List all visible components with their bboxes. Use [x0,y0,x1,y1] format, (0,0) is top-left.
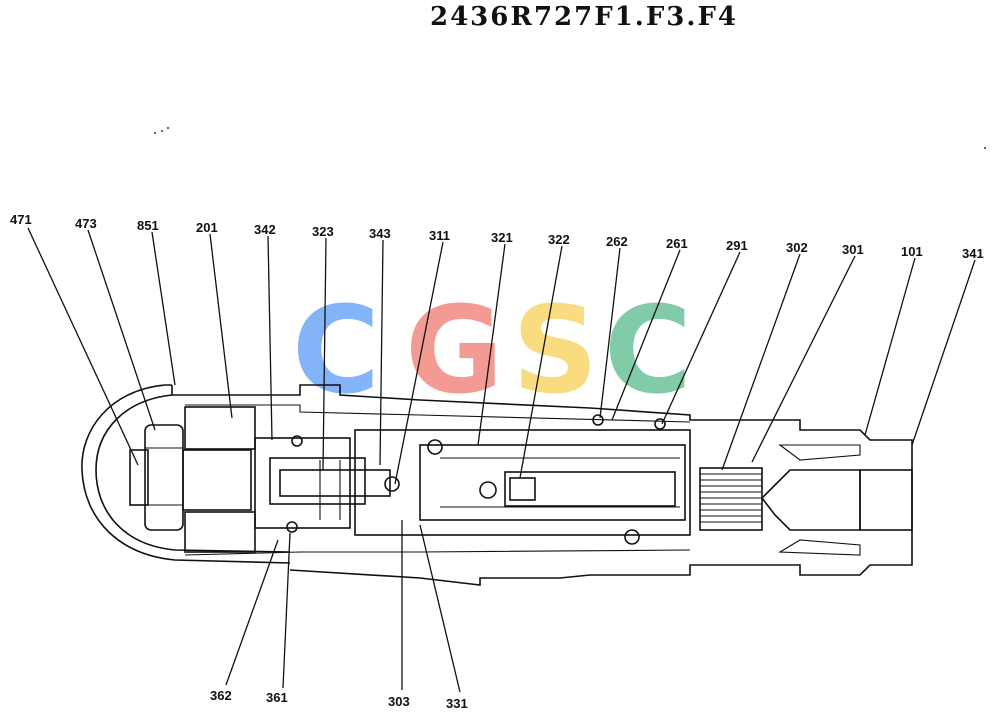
part-label-311: 311 [429,228,450,243]
part-label-101: 101 [901,244,923,259]
part-labels-top: 471 473 851 201 342 323 343 311 321 322 … [10,212,984,261]
part-label-291: 291 [726,238,748,253]
part-label-303: 303 [388,694,410,709]
leader-lines [27,227,976,693]
drawing-title: 2436R727F1.F3.F4 [430,2,738,32]
scan-specks [154,127,986,149]
part-labels-bottom: 362 361 303 331 [210,688,468,711]
part-label-341: 341 [962,246,984,261]
part-label-851: 851 [137,218,159,233]
part-label-471: 471 [10,212,32,227]
part-label-331: 331 [446,696,468,711]
valve-body [81,384,913,586]
watermark-letter-c2: C [604,282,692,421]
watermark: C G S C [292,282,692,421]
part-label-361: 361 [266,690,288,705]
part-label-201: 201 [196,220,218,235]
part-label-262: 262 [606,234,628,249]
part-label-362: 362 [210,688,232,703]
spring [699,467,763,531]
watermark-letter-s: S [512,282,598,421]
part-label-473: 473 [75,216,97,231]
part-label-342: 342 [254,222,276,237]
part-label-302: 302 [786,240,808,255]
part-label-322: 322 [548,232,570,247]
part-label-321: 321 [491,230,513,245]
part-label-323: 323 [312,224,334,239]
watermark-letter-c1: C [292,282,380,421]
part-label-343: 343 [369,226,391,241]
part-label-261: 261 [666,236,688,251]
part-label-301: 301 [842,242,864,257]
